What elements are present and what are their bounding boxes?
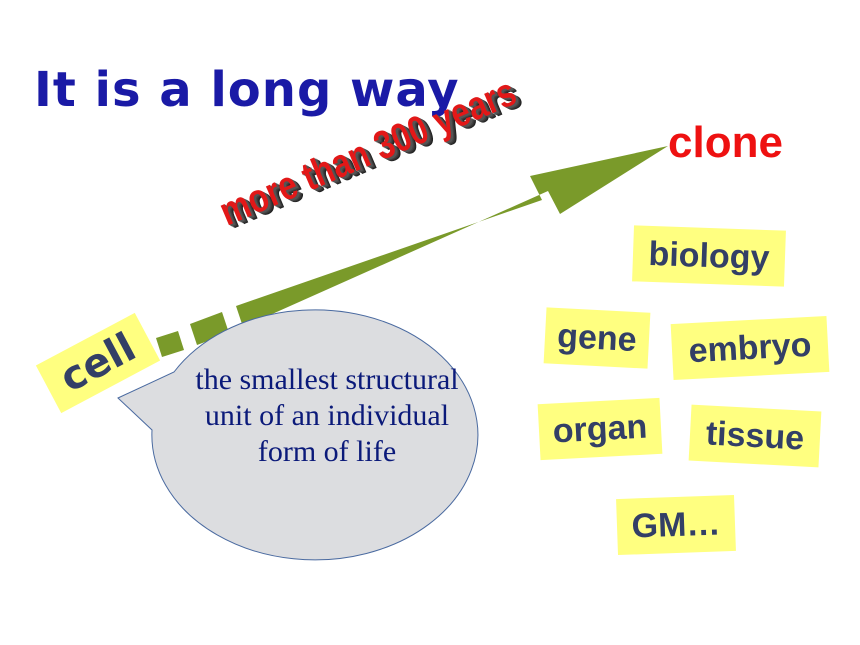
arrow-body bbox=[236, 146, 668, 327]
keyword-gm: GM… bbox=[616, 494, 736, 556]
keyword-organ: organ bbox=[537, 397, 663, 461]
slide-title: It is a long way bbox=[34, 62, 460, 118]
arrow-dash-1 bbox=[156, 331, 184, 357]
end-label-clone: clone bbox=[668, 118, 783, 167]
keyword-embryo: embryo bbox=[670, 315, 830, 381]
cell-definition: the smallest structural unit of an indiv… bbox=[195, 363, 459, 468]
keyword-tissue: tissue bbox=[688, 404, 822, 468]
arrow-dash-2 bbox=[190, 312, 229, 345]
keyword-gene: gene bbox=[543, 307, 651, 369]
keyword-biology: biology bbox=[632, 225, 786, 287]
